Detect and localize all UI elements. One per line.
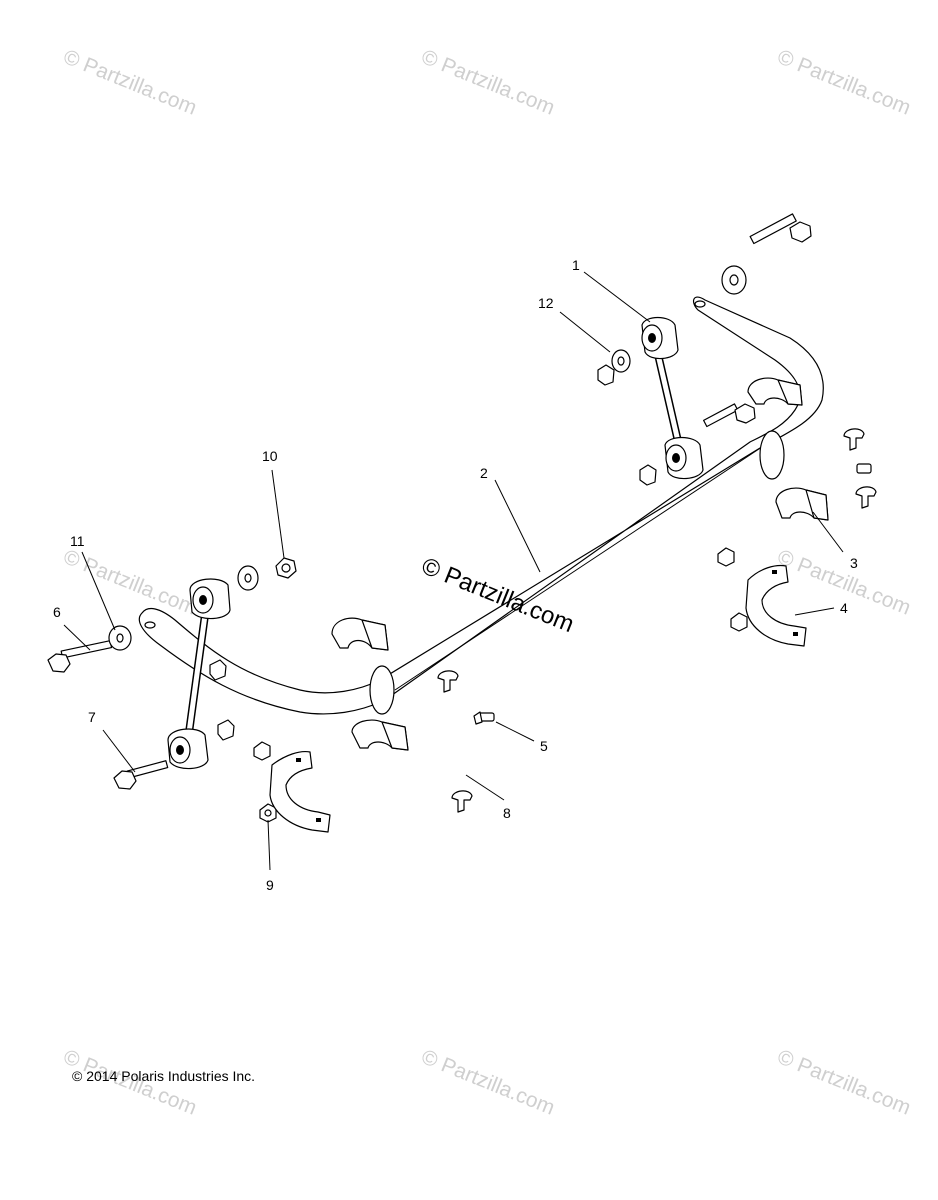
washers bbox=[108, 265, 747, 651]
bar-ring-left bbox=[369, 665, 395, 715]
callout-11: 11 bbox=[70, 533, 85, 549]
nuts bbox=[209, 364, 748, 823]
callout-1: 1 bbox=[572, 257, 580, 273]
callout-5: 5 bbox=[540, 738, 548, 754]
rivet-item-8 bbox=[451, 790, 473, 813]
stabilizer-link-left bbox=[167, 578, 231, 770]
brackets bbox=[269, 564, 807, 833]
callout-8: 8 bbox=[503, 805, 511, 821]
watermark-top-center: © Partzilla.com bbox=[418, 45, 558, 119]
stabilizer-link-right bbox=[641, 316, 704, 480]
fasteners bbox=[437, 428, 877, 813]
watermark-top-right: © Partzilla.com bbox=[774, 45, 914, 119]
stabilizer-bar bbox=[138, 296, 824, 715]
bolt-item-6 bbox=[47, 640, 113, 673]
bracket-item-4 bbox=[745, 564, 807, 647]
callout-7: 7 bbox=[88, 709, 96, 725]
callout-2: 2 bbox=[480, 465, 488, 481]
watermark-bottom-right: © Partzilla.com bbox=[774, 1045, 914, 1119]
bar-end-hole-left bbox=[144, 621, 156, 629]
callout-12: 12 bbox=[538, 295, 554, 311]
bushing-right-upper bbox=[747, 377, 803, 406]
leader-lines bbox=[63, 271, 844, 871]
fastener-item-5 bbox=[473, 711, 495, 725]
bracket-left bbox=[269, 750, 331, 833]
copyright-notice: © 2014 Polaris Industries Inc. bbox=[72, 1068, 256, 1084]
watermark-bottom-center: © Partzilla.com bbox=[418, 1045, 558, 1119]
callout-6: 6 bbox=[53, 604, 61, 620]
bar-end-hole-right bbox=[694, 300, 706, 308]
watermark-center: © Partzilla.com bbox=[418, 553, 578, 639]
bolt-link-right bbox=[702, 403, 756, 428]
watermark-top-left: © Partzilla.com bbox=[60, 45, 200, 119]
callout-4: 4 bbox=[840, 600, 848, 616]
bar-ring-right bbox=[759, 430, 785, 480]
watermark-mid-left: © Partzilla.com bbox=[60, 545, 200, 619]
bushing-left-lower bbox=[351, 719, 409, 751]
stabilizer-bar-outline bbox=[138, 296, 824, 715]
bushing-left-upper bbox=[331, 617, 389, 651]
bolt-upper-right bbox=[749, 213, 812, 245]
callout-9: 9 bbox=[266, 877, 274, 893]
callout-10: 10 bbox=[262, 448, 278, 464]
callout-3: 3 bbox=[850, 555, 858, 571]
stabilizer-bar-centerline bbox=[394, 444, 766, 691]
callouts: 1 2 3 4 5 6 7 8 9 10 11 12 bbox=[53, 257, 858, 893]
bushings bbox=[331, 377, 829, 751]
bushing-item-3 bbox=[775, 487, 829, 521]
bolt-item-7 bbox=[113, 760, 169, 790]
